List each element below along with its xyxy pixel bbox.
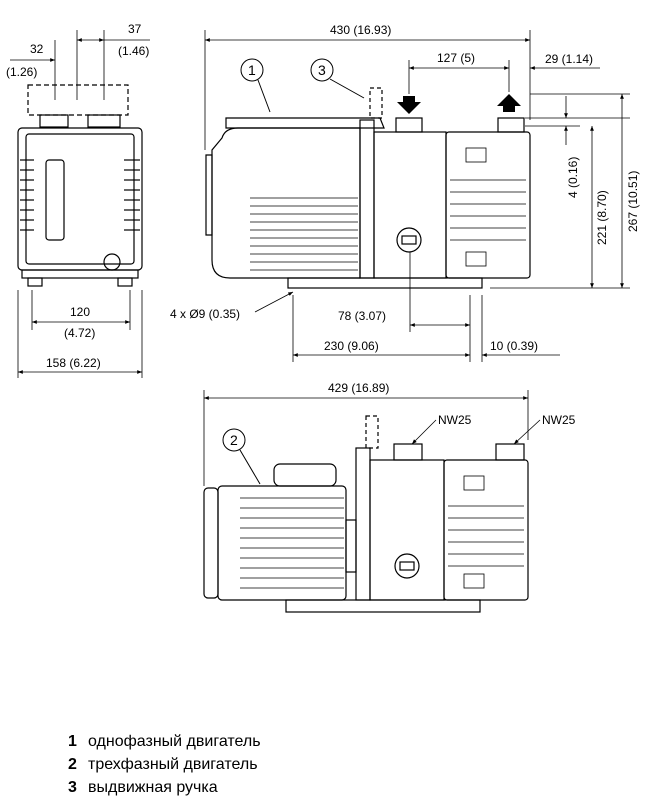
- legend-item: 1 однофазный двигатель: [68, 730, 261, 753]
- end-base: [21, 269, 139, 279]
- callout-2: [222, 428, 246, 452]
- dim-mount-holes: 4 x Ø9 (0.35): [170, 307, 240, 321]
- legend-text: однофазный двигатель: [88, 733, 261, 750]
- outlet-arrow-icon: [497, 94, 521, 112]
- terminal-box: [273, 463, 337, 487]
- three-phase-motor-endcap: [203, 487, 219, 599]
- dim-230: 230 (9.06): [324, 339, 379, 353]
- end-drain-knob: [103, 253, 121, 271]
- dim-158: 158 (6.22): [46, 356, 101, 370]
- dim-221: 221 (8.70): [595, 190, 609, 245]
- end-body: [17, 127, 143, 271]
- inlet-arrow-icon: [397, 96, 421, 114]
- motor-fins: [250, 197, 358, 271]
- legend-item: 2 трехфазный двигатель: [68, 753, 261, 776]
- dim-32-inch: (1.26): [6, 65, 37, 79]
- front-view-dimensions: [204, 30, 630, 362]
- three-phase-dimensions: [203, 390, 541, 486]
- legend-text: трехфазный двигатель: [88, 756, 258, 773]
- dim-120: 120: [70, 305, 90, 319]
- pump-cooling-block: [445, 131, 531, 279]
- single-phase-motor: [211, 127, 361, 279]
- dim-267: 267 (10.51): [626, 171, 640, 232]
- legend-item: 3 выдвижная ручка: [68, 776, 261, 799]
- dim-430: 430 (16.93): [330, 23, 391, 37]
- callout-3-label: 3: [318, 62, 326, 78]
- front-view-single-phase: [205, 87, 531, 289]
- legend-text: выдвижная ручка: [88, 779, 218, 796]
- handle-dashed: [369, 87, 383, 119]
- end-fins-left: [20, 159, 34, 231]
- outlet-port: [497, 117, 525, 133]
- dim-10: 10 (0.39): [490, 339, 538, 353]
- end-fins-right: [124, 159, 140, 231]
- end-view: [17, 84, 143, 287]
- callout-1-label: 1: [248, 62, 256, 78]
- three-phase-pump-body: [369, 459, 445, 601]
- end-port-right: [87, 114, 121, 128]
- nw25-outlet-label: NW25: [542, 413, 576, 427]
- dim-429: 429 (16.89): [328, 381, 389, 395]
- callout-1: [240, 58, 264, 82]
- end-view-dimensions: [10, 30, 150, 378]
- handle-dashed-outline: [27, 84, 129, 116]
- legend-number: 3: [68, 779, 77, 796]
- three-phase-knob: [394, 553, 420, 579]
- three-phase-motor: [217, 485, 347, 601]
- inlet-port: [395, 117, 423, 133]
- dim-120-inch: (4.72): [64, 326, 95, 340]
- dim-37: 37: [128, 22, 142, 36]
- three-phase-base: [285, 599, 481, 613]
- front-view-three-phase: [203, 415, 529, 613]
- callout-3: [310, 58, 334, 82]
- oil-sight-glass: [45, 159, 65, 241]
- callout-2-label: 2: [230, 432, 238, 448]
- dim-37-inch: (1.46): [118, 44, 149, 58]
- dim-127: 127 (5): [437, 51, 475, 65]
- three-phase-outlet-port: [495, 443, 525, 461]
- nw25-inlet-label: NW25: [438, 413, 472, 427]
- end-port-left: [39, 114, 69, 128]
- three-phase-inlet-port: [393, 443, 423, 461]
- three-phase-cooling-block: [443, 459, 529, 601]
- coupling-plate: [359, 119, 375, 279]
- dim-32: 32: [30, 42, 44, 56]
- dim-4: 4 (0.16): [566, 157, 580, 198]
- legend-number: 1: [68, 733, 77, 750]
- dim-78: 78 (3.07): [338, 309, 386, 323]
- legend: 1 однофазный двигатель 2 трехфазный двиг…: [68, 730, 261, 799]
- legend-number: 2: [68, 756, 77, 773]
- three-phase-coupling-plate: [355, 447, 371, 601]
- gas-ballast-knob: [396, 227, 422, 253]
- front-base: [287, 277, 483, 289]
- dim-29: 29 (1.14): [545, 52, 593, 66]
